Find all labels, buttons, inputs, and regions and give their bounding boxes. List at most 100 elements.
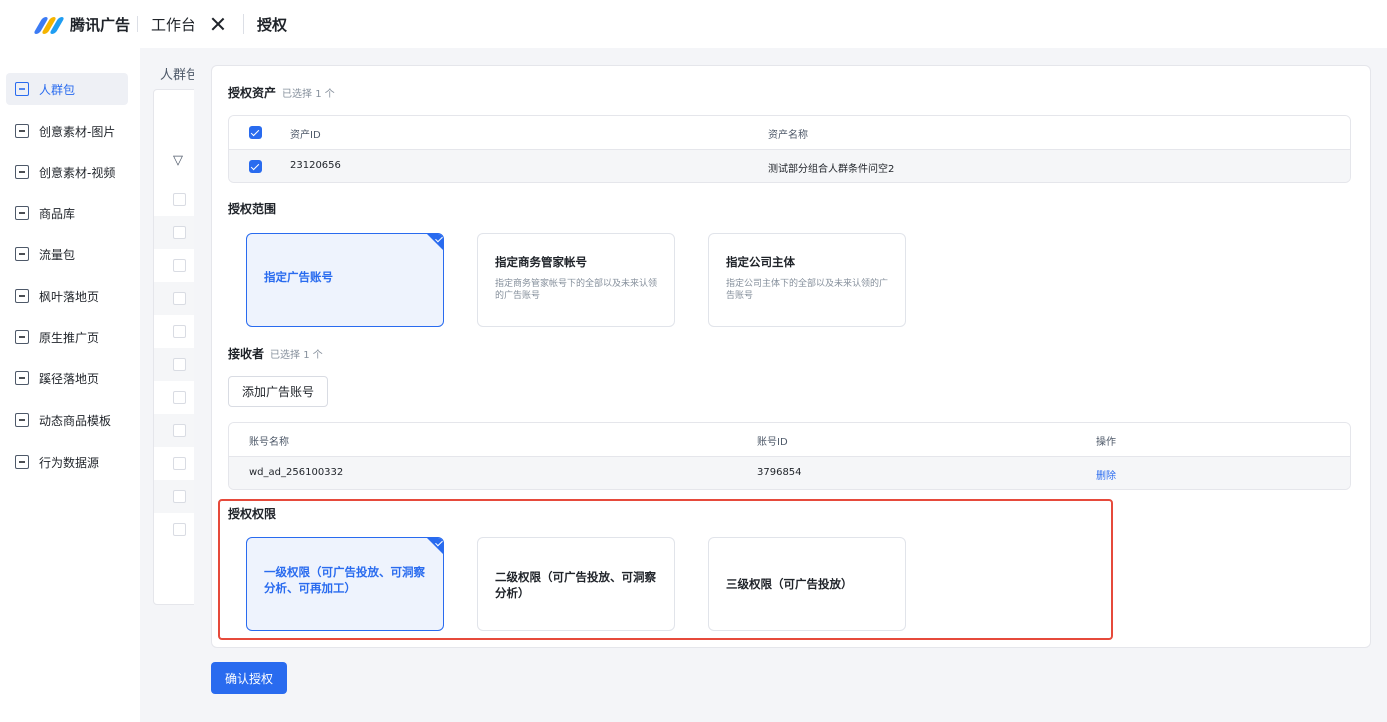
row-checkbox[interactable] [173,259,186,272]
row-checkbox[interactable] [173,490,186,503]
sidebar-item-traffic-pack[interactable]: 流量包 [6,238,128,270]
video-icon [15,165,29,179]
drawer-header: 授权 [194,0,1387,48]
option-description: 指定公司主体下的全部以及未来认领的广告账号 [726,279,889,301]
workbench-link[interactable]: 工作台 [151,16,197,34]
receiver-table: 账号名称 账号ID 操作 wd_ad_256100332 3796854 删除 [228,422,1351,490]
delete-link[interactable]: 删除 [1096,471,1116,482]
option-title: 一级权限（可广告投放、可洞察分析、可再加工） [264,565,425,595]
doc-icon [15,371,29,385]
sidebar-item-label: 人群包 [39,82,76,97]
asset-name: 测试部分组合人群条件问空2 [768,164,895,175]
sidebar-item-native-page[interactable]: 原生推广页 [6,321,128,353]
sidebar-item-creative-video[interactable]: 创意素材-视频 [6,156,128,188]
sidebar-item-label: 原生推广页 [39,330,100,345]
user-group-icon [15,82,29,96]
scope-option-company-entity[interactable]: 指定公司主体 指定公司主体下的全部以及未来认领的广告账号 [708,233,906,327]
table-row [154,315,204,348]
permission-option-level-3[interactable]: 三级权限（可广告投放） [708,537,906,631]
sidebar-item-label: 蹊径落地页 [39,371,100,386]
sidebar-item-maple-landing[interactable]: 枫叶落地页 [6,280,128,312]
traffic-icon [15,247,29,261]
background-page-title: 人群包 [160,68,200,83]
product-icon [15,206,29,220]
column-header-account-id: 账号ID [757,437,788,448]
row-checkbox[interactable] [173,292,186,305]
sidebar-item-crowd[interactable]: 人群包 [6,73,128,105]
section-title-text: 接收者 [228,347,265,361]
page-icon [15,289,29,303]
sidebar-item-label: 流量包 [39,247,76,262]
filter-icon[interactable]: ▽ [173,153,183,168]
account-id: 3796854 [757,467,802,478]
column-header-asset-id: 资产ID [290,130,321,141]
row-checkbox[interactable] [173,193,186,206]
native-page-icon [15,330,29,344]
sidebar: 人群包 创意素材-图片 创意素材-视频 商品库 流量包 枫叶落地页 原生推广页 … [0,48,140,722]
sidebar-item-label: 创意素材-图片 [39,124,116,139]
option-title: 指定广告账号 [264,270,333,284]
table-row [154,183,204,216]
chart-icon [15,455,29,469]
option-title: 指定商务管家帐号 [495,255,587,269]
receiver-section-title: 接收者已选择 1 个 [228,345,323,362]
row-checkbox[interactable] [173,523,186,536]
drawer-title: 授权 [257,16,288,34]
selected-corner [427,538,443,554]
asset-id: 23120656 [290,160,341,171]
sidebar-item-creative-image[interactable]: 创意素材-图片 [6,115,128,147]
table-row [154,381,204,414]
option-title: 三级权限（可广告投放） [726,577,853,591]
permission-section-title: 授权权限 [228,507,277,521]
account-name: wd_ad_256100332 [249,467,344,478]
select-all-checkbox[interactable] [249,126,262,139]
authorize-form-panel: 授权资产已选择 1 个 资产ID 资产名称 23120656 测试部分组合人群条… [211,65,1371,648]
table-row: 23120656 测试部分组合人群条件问空2 [229,150,1350,182]
section-title-text: 授权资产 [228,86,277,100]
add-ad-account-button[interactable]: 添加广告账号 [228,376,329,407]
row-checkbox[interactable] [249,160,262,173]
row-checkbox[interactable] [173,457,186,470]
column-header-account-name: 账号名称 [249,437,289,448]
permission-highlight-annotation [218,499,1113,640]
option-description: 指定商务管家帐号下的全部以及未来认领的广告账号 [495,279,658,301]
option-title: 二级权限（可广告投放、可洞察分析） [495,570,656,600]
template-icon [15,413,29,427]
option-title: 指定公司主体 [726,255,795,269]
divider [243,14,244,34]
scope-option-ad-account[interactable]: 指定广告账号 [246,233,444,327]
table-header-row: 资产ID 资产名称 [229,116,1350,150]
sidebar-item-label: 枫叶落地页 [39,289,100,304]
permission-option-level-2[interactable]: 二级权限（可广告投放、可洞察分析） [477,537,675,631]
sidebar-item-path-landing[interactable]: 蹊径落地页 [6,362,128,394]
table-row [154,513,204,546]
row-checkbox[interactable] [173,358,186,371]
table-row: wd_ad_256100332 3796854 删除 [229,457,1350,489]
assets-section-title: 授权资产已选择 1 个 [228,84,335,101]
brand-name: 腾讯广告 [70,16,131,34]
sidebar-item-label: 商品库 [39,206,76,221]
close-icon[interactable] [208,14,228,34]
column-header-action: 操作 [1096,437,1116,448]
row-checkbox[interactable] [173,424,186,437]
selected-count: 已选择 1 个 [282,89,335,100]
table-row [154,447,204,480]
sidebar-item-label: 行为数据源 [39,455,100,470]
sidebar-item-label: 动态商品模板 [39,413,112,428]
row-checkbox[interactable] [173,325,186,338]
brand-logo[interactable]: 腾讯广告 [33,14,131,35]
permission-option-level-1[interactable]: 一级权限（可广告投放、可洞察分析、可再加工） [246,537,444,631]
selected-corner [427,234,443,250]
sidebar-item-dynamic-template[interactable]: 动态商品模板 [6,404,128,436]
scope-option-business-manager[interactable]: 指定商务管家帐号 指定商务管家帐号下的全部以及未来认领的广告账号 [477,233,675,327]
sidebar-item-product-library[interactable]: 商品库 [6,197,128,229]
column-header-asset-name: 资产名称 [768,130,808,141]
confirm-authorize-button[interactable]: 确认授权 [211,662,287,694]
row-checkbox[interactable] [173,226,186,239]
image-icon [15,124,29,138]
selected-count: 已选择 1 个 [270,350,323,361]
scope-section-title: 授权范围 [228,202,277,216]
authorize-drawer: 授权 授权资产已选择 1 个 资产ID 资产名称 23120656 测试部分组合… [194,0,1387,722]
row-checkbox[interactable] [173,391,186,404]
sidebar-item-behavior-data[interactable]: 行为数据源 [6,446,128,478]
